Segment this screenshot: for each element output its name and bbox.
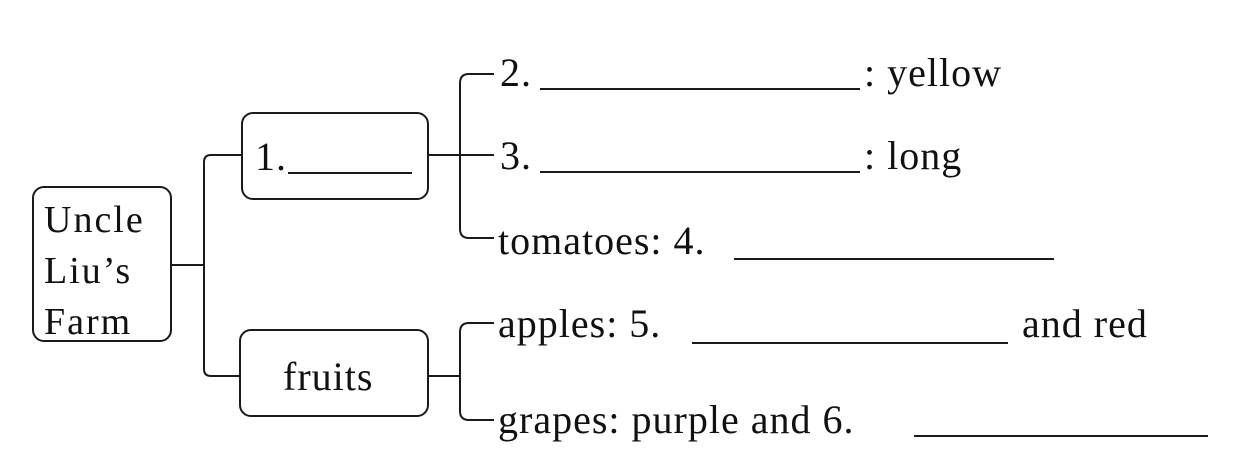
veg-branch: [459, 73, 494, 239]
fruit-branch: [459, 322, 494, 421]
item-3-prefix: 3.: [500, 133, 532, 178]
category-node-fruits: [239, 329, 429, 417]
category-node-blank: [241, 112, 429, 200]
item-5-prefix: apples: 5.: [498, 301, 662, 346]
answer-blank-4[interactable]: [734, 258, 1054, 260]
root-label: Uncle Liu’s Farm: [44, 195, 145, 348]
item-2-suffix: : yellow: [864, 50, 1002, 95]
answer-blank-1[interactable]: [288, 172, 412, 174]
category-number-label: 1.: [255, 134, 287, 179]
answer-blank-2[interactable]: [540, 88, 860, 90]
root-node: [32, 186, 172, 342]
root-line: Farm: [44, 301, 133, 343]
root-line: Uncle: [44, 199, 145, 241]
trunk-connector: [203, 154, 241, 377]
item-5-suffix: and red: [1022, 301, 1148, 346]
root-line: Liu’s: [44, 250, 133, 292]
answer-blank-3[interactable]: [540, 171, 860, 173]
answer-blank-6[interactable]: [914, 435, 1208, 437]
item-3-suffix: : long: [864, 133, 963, 178]
item-2-prefix: 2.: [500, 50, 532, 95]
category-label-fruits: fruits: [283, 354, 374, 399]
answer-blank-5[interactable]: [692, 342, 1008, 344]
item-4-prefix: tomatoes: 4.: [498, 218, 706, 263]
item-6-prefix: grapes: purple and 6.: [498, 397, 855, 442]
